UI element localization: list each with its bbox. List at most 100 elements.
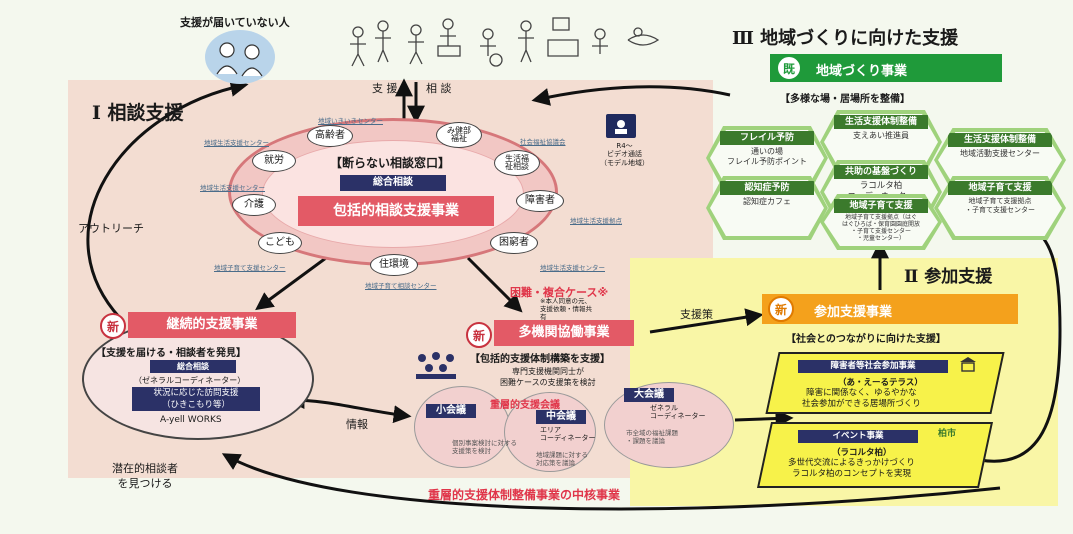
community-project-bar <box>770 54 1002 82</box>
hex-child-support-1-head: 地域子育て支援 <box>948 181 1052 195</box>
tag-ikiiki: 地域いきいきセンター <box>318 117 383 125</box>
flow-consult-label: 相 談 <box>426 82 452 95</box>
comprehensive-consult-project: 包括的相談支援事業 <box>298 196 494 226</box>
hex-frailty-head: フレイル予防 <box>720 131 814 145</box>
small-meeting-circle <box>414 386 510 468</box>
hex-dementia-body: 認知症カフェ <box>743 197 791 206</box>
meeting-icon <box>414 350 458 380</box>
core-project-label: 重層的支援体制整備事業の中核事業 <box>428 488 621 502</box>
participation-project-subtitle: 【社会とのつながりに向けた支援】 <box>786 334 946 345</box>
tag-kosodate-2: 地域子育て相談センター <box>365 282 437 290</box>
node-work: 就労 <box>252 150 296 172</box>
tag-kosodate-1: 地域子育て支援センター <box>214 264 286 272</box>
terrace-icon <box>958 356 978 372</box>
multi-agency-title: 多機関協働事業 <box>494 320 634 346</box>
small-meeting-note: 個別事案検討に対する 支援策を検討 <box>452 439 517 455</box>
tag-regional-1: 地域生活支援センター <box>204 139 269 147</box>
continuous-new-badge: 新 <box>100 313 126 339</box>
continuous-support-subtitle: 【支援を届ける・相談者を発見】 <box>96 348 246 359</box>
hex-life-support-1-body: 支えあい推進員 <box>853 131 909 140</box>
tag-shakyo: 社会福祉協議会 <box>520 138 566 146</box>
latent-consulters-label: 潜在的相談者 を見つける <box>112 462 178 490</box>
hex-mutual-aid-head: 共助の基盤づくり <box>834 165 928 179</box>
difficult-case-note: ※本人同意の元、 支援依頼・情報共 有 <box>540 297 592 321</box>
section-consult-title: Ⅰ 相談支援 <box>92 102 184 124</box>
video-call-label: R4～ ビデオ通話 （モデル地域） <box>600 142 649 167</box>
participation-new-badge: 新 <box>768 296 794 322</box>
medium-meeting-label: 中会議 <box>536 410 586 424</box>
hex-life-support-2-head: 生活支援体制整備 <box>948 133 1052 147</box>
hex-life-support-2-body: 地域活動支援センター <box>960 149 1040 158</box>
medium-meeting-note: 地域課題に対する 対応策を議論 <box>536 451 588 467</box>
community-existing-badge: 既 <box>776 55 802 81</box>
coordinator-label: （ゼネラルコーディネーター） <box>134 376 246 385</box>
residents-illustration <box>338 10 668 70</box>
hex-child-support-2-head: 地域子育て支援 <box>834 199 928 213</box>
hex-dementia: 認知症予防 認知症カフェ <box>706 176 828 240</box>
video-call-icon <box>606 114 636 138</box>
tag-base: 地域生活支援拠点 <box>570 217 622 225</box>
tag-regional-3: 地域生活支援センター <box>540 264 605 272</box>
node-care: 介護 <box>232 194 276 216</box>
hex-life-support-1-head: 生活支援体制整備 <box>834 115 928 129</box>
consult-window-inner <box>262 140 524 248</box>
hex-child-support-2-body: 地域子育て支援拠点（はぐ はぐひろば・保育園園庭開放 ・子育て支援センター ・児… <box>841 214 920 242</box>
community-project-title: 地域づくり事業 <box>816 64 908 79</box>
layered-support-meeting: 重層的支援会議 <box>490 400 560 411</box>
node-poverty: 困窮者 <box>490 232 538 254</box>
visit-support-box: 状況に応じた訪問支援 （ひきこもり等） <box>132 387 260 411</box>
event-project-desc: 多世代交流によるきっかけづくり ラコルタ柏のコンセプトを実現 <box>788 458 915 479</box>
multi-desc-2: 困難ケースの支援策を検討 <box>500 378 596 387</box>
hex-life-support-2: 生活支援体制整備 地域活動支援センター <box>934 128 1066 192</box>
node-disability: 障害者 <box>516 190 564 212</box>
not-reached-label: 支援が届いていない人 <box>180 16 290 29</box>
info-label: 情報 <box>346 418 368 431</box>
medium-meeting-circle <box>504 392 596 472</box>
node-life-welfare: 生活福 祉相談 <box>494 150 540 176</box>
event-project-head: イベント事業 <box>798 430 918 443</box>
multi-agency-subtitle: 【包括的支援体制構築を支援】 <box>470 354 610 365</box>
hex-frailty-body: 通いの場 フレイル予防ポイント <box>727 147 807 166</box>
general-coordinator-label: ゼネラル コーディネーター <box>650 404 706 421</box>
large-meeting-note: 市全域の福祉課題 ・課題を議論 <box>626 429 678 445</box>
small-meeting-label: 小会議 <box>426 404 476 418</box>
hex-child-support-1: 地域子育て支援 地域子育て支援拠点 ・子育て支援センター <box>934 176 1066 240</box>
continuous-support-ellipse <box>82 318 314 440</box>
continuous-support-title: 継続的支援事業 <box>128 312 296 338</box>
node-child-welfare: み健部 福祉 <box>436 122 482 148</box>
flow-support-label: 支 援 <box>372 82 398 95</box>
large-meeting-circle <box>604 382 734 468</box>
consult-window-title: 【断らない相談窓口】 <box>330 156 451 170</box>
participation-project-title: 参加支援事業 <box>814 305 893 320</box>
social-participation-head: 障害者等社会参加事業 <box>798 360 948 373</box>
node-child: こども <box>258 232 302 254</box>
social-participation-desc: 障害に関係なく、ゆるやかな 社会参加ができる居場所づくり <box>802 388 921 409</box>
section-community-title: Ⅲ 地域づくりに向けた支援 <box>732 28 959 49</box>
section-participation-title: Ⅱ 参加支援 <box>904 267 993 287</box>
community-project-subtitle: 【多様な場・居場所を整備】 <box>780 94 910 105</box>
multi-new-badge: 新 <box>466 322 492 348</box>
hex-child-support-2: 地域子育て支援 地域子育て支援拠点（はぐ はぐひろば・保育園園庭開放 ・子育て支… <box>820 194 942 250</box>
area-coordinator-label: エリア コーディネーター <box>540 426 596 443</box>
kashiwa-city-mark: 柏市 <box>938 429 957 439</box>
hex-dementia-head: 認知症予防 <box>720 181 814 195</box>
event-project-name: （ラコルタ柏） <box>832 448 892 458</box>
general-consult-label: 総合相談 <box>340 175 446 191</box>
multi-desc-1: 専門支援機関同士が <box>512 367 584 376</box>
tag-regional-2: 地域生活支援センター <box>200 184 265 192</box>
node-elderly: 高齢者 <box>307 125 353 147</box>
hex-child-support-1-body: 地域子育て支援拠点 ・子育て支援センター <box>965 197 1035 214</box>
event-project-box: イベント事業 （ラコルタ柏） 多世代交流によるきっかけづくり ラコルタ柏のコンセ… <box>756 422 994 488</box>
outreach-label: アウトリーチ <box>78 222 144 235</box>
large-meeting-label: 大会議 <box>624 388 674 402</box>
support-plan-label: 支援策 <box>680 308 713 321</box>
ayell-works-label: A-yell WORKS <box>160 415 222 425</box>
node-housing: 住環境 <box>370 254 418 276</box>
participation-project-bar <box>762 294 1018 324</box>
hikikomori-label: （ひきこもり等） <box>161 400 230 410</box>
social-participation-name: （あ・えーるテラス） <box>838 378 923 388</box>
not-reached-people-icon <box>205 30 275 84</box>
visit-support-label: 状況に応じた訪問支援 <box>153 388 239 398</box>
